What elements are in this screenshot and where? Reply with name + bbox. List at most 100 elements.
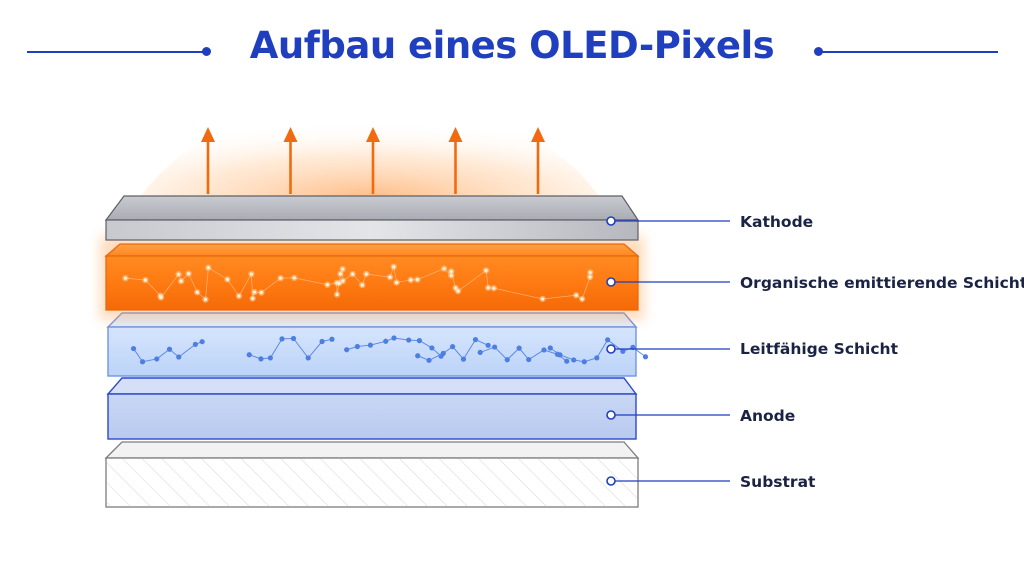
molecule-atom <box>571 357 577 363</box>
molecule-atom <box>429 345 435 351</box>
emissive-layer <box>100 236 644 320</box>
molecule-atom <box>460 356 467 362</box>
molecule-atom <box>176 354 182 360</box>
molecule-atom <box>485 342 491 348</box>
sparkle-dot <box>337 281 341 285</box>
molecule-atom <box>329 336 335 342</box>
molecule-atom <box>267 355 273 361</box>
molecule-bond <box>494 346 508 361</box>
emission-sparkles <box>122 263 594 303</box>
sparkle-link <box>145 279 161 297</box>
molecule-bond <box>133 348 143 363</box>
arrow-up-icon <box>531 127 545 194</box>
sparkle-dot <box>338 272 342 276</box>
sparkle-link <box>160 274 179 298</box>
molecule-atom <box>605 337 611 343</box>
sparkle-dot <box>541 297 545 301</box>
sparkle-link <box>188 273 198 293</box>
molecule-bond <box>269 338 283 359</box>
sparkle-link <box>261 277 281 293</box>
callout-dot <box>606 344 616 354</box>
sparkle-dot <box>360 283 364 287</box>
callout-dot <box>606 410 616 420</box>
sparkle-dot <box>325 283 330 287</box>
sparkle-dot <box>176 272 181 276</box>
sparkle-dot <box>580 297 584 301</box>
molecule-bond <box>307 341 323 359</box>
molecule-atom <box>594 355 600 361</box>
sparkle-dot <box>588 270 592 275</box>
sparkle-dot <box>341 279 345 283</box>
callout-dot <box>606 476 616 486</box>
sparkle-dot <box>588 275 592 279</box>
sparkle-dot <box>206 266 210 270</box>
sparkle-link <box>581 276 591 300</box>
sparkle-dot <box>574 293 578 297</box>
molecule-atom <box>139 359 146 365</box>
label-leitfaehig: Leitfähige Schicht <box>740 340 898 358</box>
molecule-atom <box>557 352 563 358</box>
sparkle-link <box>238 273 252 297</box>
cathode-layer <box>104 195 640 241</box>
sparkle-dot <box>486 286 490 290</box>
molecule-bond <box>463 339 476 360</box>
sparkle-dot <box>484 268 488 273</box>
sparkle-link <box>457 270 487 292</box>
molecule-atom <box>516 345 522 351</box>
callout-dot <box>606 277 616 287</box>
sparkle-dot <box>449 269 453 273</box>
molecule-atom <box>406 337 412 343</box>
arrow-up-icon <box>448 127 463 194</box>
arrow-up-icon <box>366 127 380 194</box>
title-rule-left <box>27 51 205 53</box>
molecule-bond <box>293 338 309 359</box>
molecule-atom <box>199 339 205 345</box>
sparkle-link <box>208 267 228 280</box>
molecule-atom <box>642 354 649 360</box>
label-substrat: Substrat <box>740 473 816 491</box>
molecule-atom <box>154 356 160 362</box>
sparkle-link <box>227 279 240 297</box>
molecule-atom <box>426 357 432 363</box>
sparkle-link <box>205 267 209 300</box>
callouts <box>606 216 730 486</box>
conductive-layer <box>106 312 649 377</box>
sparkle-dot <box>415 278 420 282</box>
molecule-atom <box>526 356 532 363</box>
sparkle-dot <box>252 290 257 294</box>
sparkle-dot <box>351 272 355 276</box>
substrate-layer <box>104 441 640 508</box>
sparkle-dot <box>335 292 339 297</box>
molecule-atom <box>246 352 252 358</box>
molecule-atom <box>581 359 587 365</box>
molecule-atom <box>391 335 397 341</box>
sparkle-dot <box>179 279 183 283</box>
title-dot-left <box>202 47 211 56</box>
sparkle-dot <box>251 296 255 301</box>
arrow-up-icon <box>283 127 298 194</box>
sparkle-dot <box>292 276 296 280</box>
molecule-atom <box>620 348 626 354</box>
molecule-atom <box>541 347 547 353</box>
label-anode: Anode <box>740 407 796 425</box>
label-organic: Organische emittierende Schicht <box>740 274 1024 292</box>
molecule-atom <box>344 347 350 353</box>
sparkle-dot <box>394 280 399 285</box>
molecule-atom <box>258 356 264 362</box>
label-kathode: Kathode <box>740 213 814 231</box>
molecule-bond <box>370 340 386 346</box>
sparkle-dot <box>195 290 199 294</box>
arrow-up-icon <box>201 127 215 194</box>
molecule-bond <box>452 346 464 360</box>
page-title: Aufbau eines OLED-Pixels <box>249 24 775 67</box>
sparkle-dot <box>143 278 147 282</box>
molecule-atom <box>383 338 389 344</box>
molecule-bond <box>596 339 609 359</box>
anode-layer <box>106 377 638 440</box>
molecule-atom <box>290 335 297 342</box>
title-row: Aufbau eines OLED-Pixels <box>0 18 1024 78</box>
sparkle-dot <box>456 289 460 293</box>
molecule-atom <box>319 338 325 345</box>
sparkle-dot <box>225 277 230 281</box>
